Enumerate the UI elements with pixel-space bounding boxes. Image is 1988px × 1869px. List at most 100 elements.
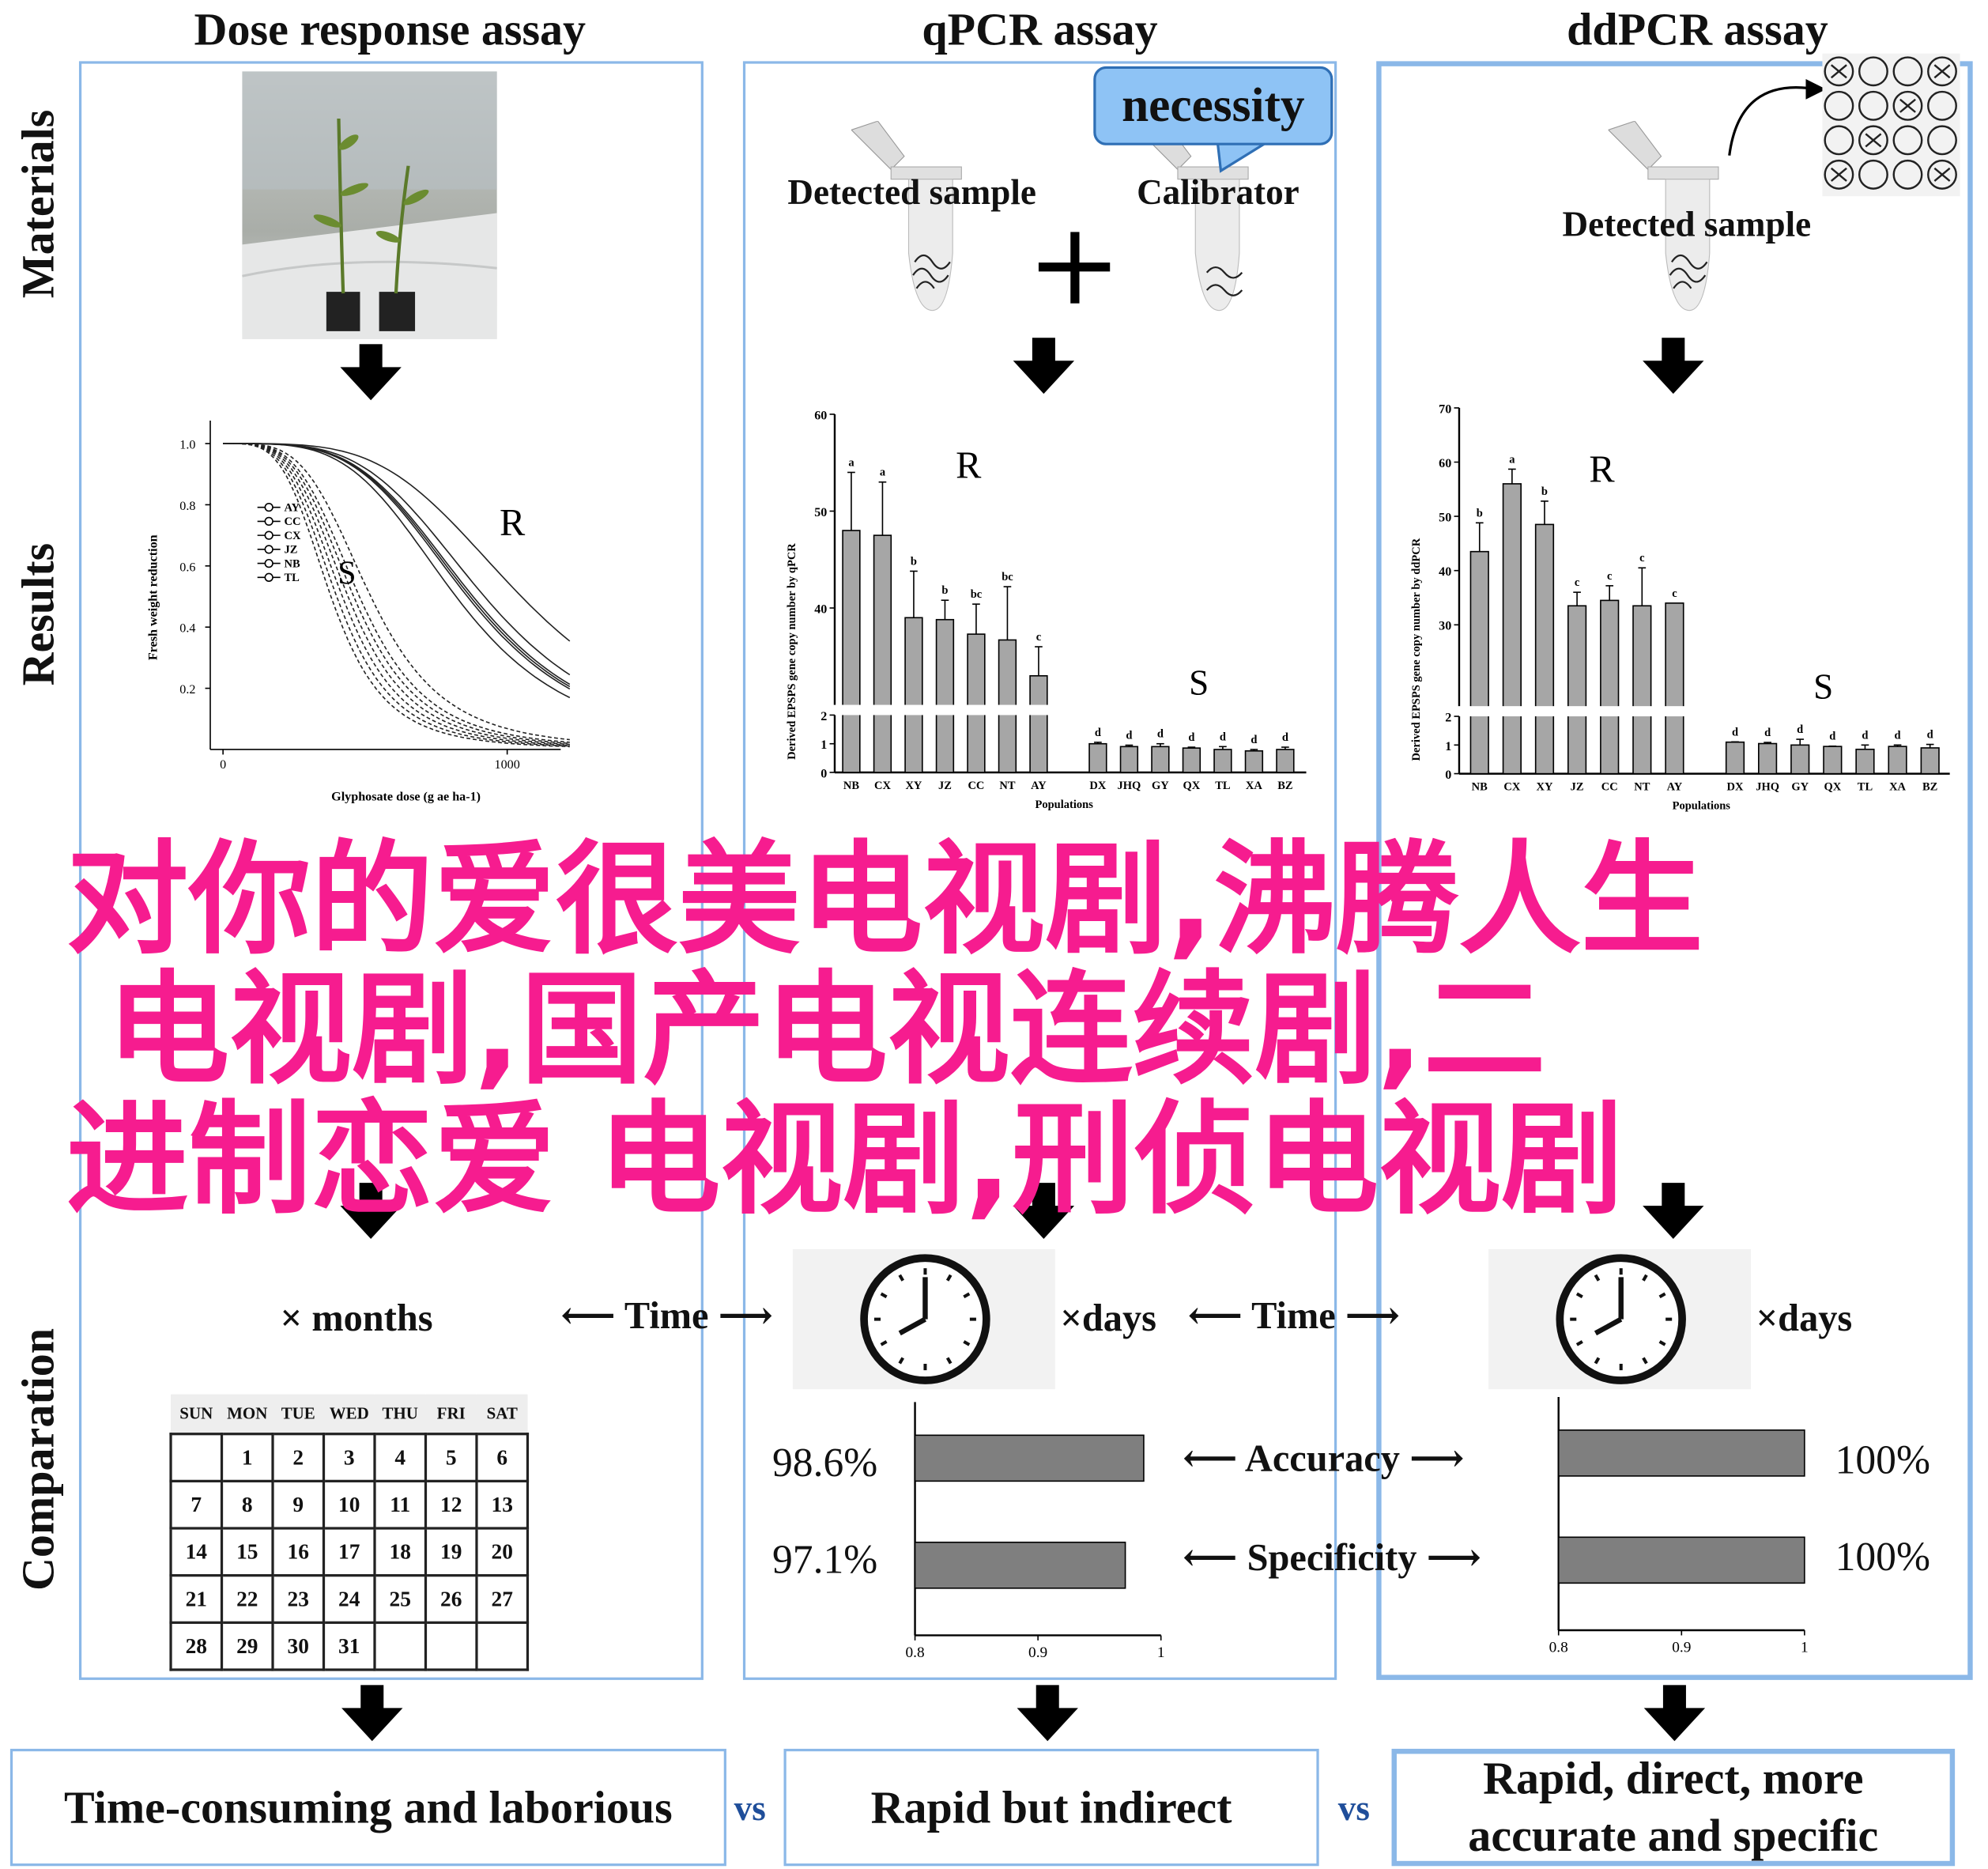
calendar-day bbox=[475, 1621, 530, 1671]
calendar-day bbox=[169, 1433, 224, 1482]
clock-tick bbox=[945, 1357, 953, 1365]
bar-dx bbox=[1725, 741, 1745, 775]
y-axis-label: Derived EPSPS gene copy number by qPCR bbox=[786, 543, 798, 760]
calendar-day bbox=[373, 1621, 428, 1671]
x-axis-label: Populations bbox=[1673, 800, 1731, 813]
droplet bbox=[1892, 125, 1923, 156]
y-tick-label: 40 bbox=[1439, 565, 1451, 579]
calendar-day: 24 bbox=[322, 1574, 376, 1624]
clock-tick bbox=[1594, 1274, 1601, 1282]
x-tick-label: TL bbox=[1215, 780, 1231, 792]
calendar-day: 29 bbox=[220, 1621, 274, 1671]
bar-ay bbox=[1665, 602, 1684, 775]
legend-label: AY bbox=[285, 501, 300, 514]
droplet bbox=[1824, 159, 1854, 190]
x-axis-label: Populations bbox=[1035, 799, 1094, 811]
y-tick-label: 0.4 bbox=[179, 622, 195, 636]
bar-jhq bbox=[1119, 746, 1139, 773]
y-tick-label: 1 bbox=[820, 738, 827, 752]
calendar-day: 3 bbox=[322, 1433, 376, 1482]
bar-tl bbox=[1855, 748, 1875, 775]
annotation-s: S bbox=[1189, 663, 1209, 703]
calendar-day: 15 bbox=[220, 1527, 274, 1577]
calendar-day: 18 bbox=[373, 1527, 428, 1577]
x-tick-label: 1 bbox=[1801, 1639, 1809, 1656]
y-tick-label: 1 bbox=[1445, 740, 1451, 753]
calendar-day-header: WED bbox=[323, 1394, 375, 1434]
qpcr-accuracy-value: 98.6% bbox=[771, 1439, 878, 1486]
x-tick-label: 1 bbox=[1157, 1644, 1165, 1661]
clock-tick bbox=[1642, 1274, 1648, 1282]
clock-tick bbox=[1658, 1340, 1666, 1346]
bar-xa bbox=[1244, 749, 1264, 773]
dose-curve-s-group bbox=[223, 443, 570, 747]
significance-letter: a bbox=[880, 466, 886, 479]
vs-label: vs bbox=[734, 1789, 766, 1829]
y-axis-label: Derived EPSPS gene copy number by ddPCR bbox=[1410, 538, 1423, 761]
x-tick-label: NT bbox=[999, 780, 1015, 792]
x-tick-label: NB bbox=[843, 780, 859, 792]
x-tick-label: XY bbox=[905, 780, 922, 792]
calendar-day: 21 bbox=[169, 1574, 224, 1624]
significance-letter: d bbox=[1188, 731, 1194, 744]
calendar-day: 16 bbox=[271, 1527, 326, 1577]
clock-tick bbox=[1594, 1357, 1601, 1365]
calendar-day: 13 bbox=[475, 1479, 530, 1530]
x-tick-label: 0.9 bbox=[1672, 1639, 1691, 1656]
calendar-day-header: SAT bbox=[476, 1394, 528, 1434]
calendar-day: 2 bbox=[271, 1433, 326, 1482]
calendar-day: 8 bbox=[220, 1479, 274, 1530]
calendar-day bbox=[424, 1621, 478, 1671]
clock-tick bbox=[880, 1292, 888, 1299]
significance-letter: d bbox=[1829, 731, 1835, 743]
droplet bbox=[1892, 56, 1923, 87]
bar-nt bbox=[1632, 605, 1652, 775]
droplet-dna bbox=[1933, 64, 1951, 79]
bar-nb bbox=[1469, 550, 1489, 775]
y-tick-label: 60 bbox=[1439, 457, 1451, 470]
droplet-dna bbox=[1899, 98, 1916, 113]
time-arrow-dose-qpcr: ⟵ Time ⟶ bbox=[560, 1294, 773, 1338]
calendar-day: 27 bbox=[475, 1574, 530, 1624]
significance-letter: c bbox=[1607, 570, 1613, 583]
x-tick-label: 0.9 bbox=[1028, 1644, 1047, 1661]
plant-photo bbox=[242, 71, 497, 339]
axis-break bbox=[832, 704, 1304, 716]
significance-letter: b bbox=[1541, 485, 1548, 498]
overlay-text-line3: 进制恋爱 电视剧,刑侦电视剧 bbox=[66, 1088, 1624, 1232]
significance-letter: d bbox=[1157, 728, 1164, 741]
bar-cc bbox=[1600, 599, 1620, 775]
qpcr-bar-chart: aNBaCXbXYbJZbcCCbcNTcAYdDXdJHQdGYdQXdTLd… bbox=[786, 409, 1307, 811]
calendar-day-header: MON bbox=[221, 1394, 273, 1434]
bar-tl bbox=[1213, 749, 1232, 773]
x-tick-label: QX bbox=[1183, 780, 1201, 792]
annotation-s: S bbox=[1813, 666, 1833, 706]
bar-nb bbox=[842, 530, 861, 773]
column-title-dose: Dose response assay bbox=[194, 3, 587, 55]
x-tick-label: XA bbox=[1246, 780, 1262, 792]
clock-icon bbox=[792, 1248, 1055, 1390]
droplet bbox=[1824, 125, 1854, 156]
x-tick-label: TL bbox=[1858, 781, 1873, 794]
y-tick-label: 60 bbox=[814, 409, 827, 422]
x-tick-label: NB bbox=[1472, 781, 1488, 794]
x-tick-label: 0.8 bbox=[905, 1644, 924, 1661]
conclusion-ddpcr-line2: accurate and specific bbox=[1468, 1810, 1879, 1861]
callout-necessity: necessity bbox=[1093, 66, 1334, 145]
x-tick-label: JZ bbox=[938, 780, 952, 792]
calendar-day: 28 bbox=[169, 1621, 224, 1671]
label-months: × months bbox=[280, 1297, 433, 1340]
panel-qpcr bbox=[742, 61, 1337, 1680]
clock-tick bbox=[1658, 1292, 1666, 1299]
bar-accuracy bbox=[1557, 1429, 1805, 1477]
y-tick-label: 40 bbox=[814, 602, 827, 616]
droplet bbox=[1858, 90, 1888, 121]
y-tick-label: 30 bbox=[1439, 620, 1451, 633]
legend-label: CX bbox=[285, 530, 301, 542]
row-label-results: Results bbox=[13, 542, 64, 686]
clock-tick bbox=[945, 1274, 953, 1282]
legend-marker bbox=[264, 572, 273, 582]
significance-letter: d bbox=[1732, 726, 1738, 738]
significance-letter: d bbox=[1862, 729, 1868, 742]
conclusion-dose: Time-consuming and laborious bbox=[9, 1748, 726, 1867]
